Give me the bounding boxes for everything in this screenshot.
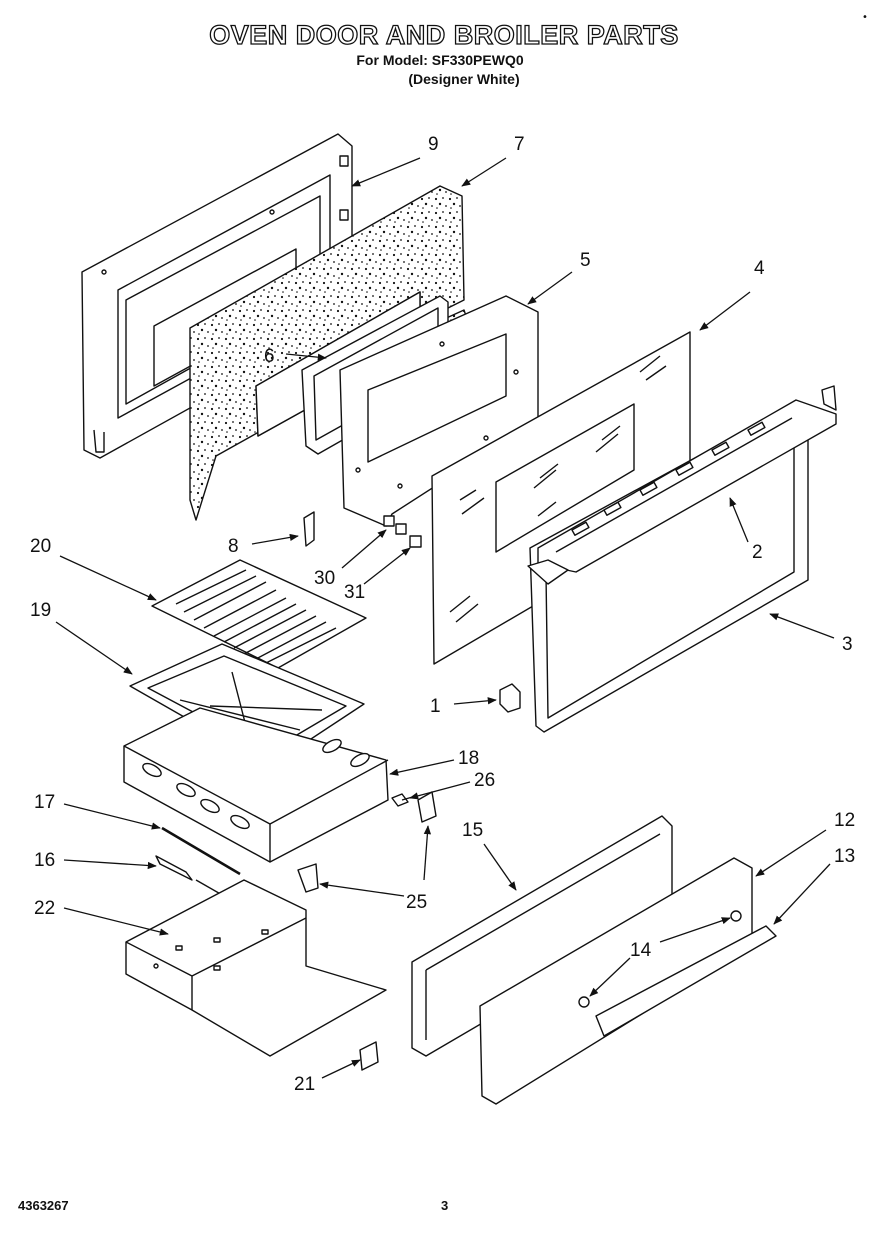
callout-9: 9: [428, 134, 439, 155]
callout-2: 2: [752, 542, 763, 563]
broiler-pan-part-18: [123, 707, 389, 863]
latch-part-21: [359, 1041, 379, 1071]
callout-19: 19: [30, 600, 51, 621]
door-handle-part-2: [527, 385, 837, 585]
glass-clip-part-30: [383, 515, 395, 527]
callout-17: 17: [34, 792, 55, 813]
callout-8: 8: [228, 536, 239, 557]
callout-4: 4: [754, 258, 765, 279]
corner-mark: •: [862, 12, 868, 23]
rod-part-17: [161, 826, 241, 876]
callout-26: 26: [474, 770, 495, 791]
page-number: 3: [441, 1198, 449, 1213]
callout-25: 25: [406, 892, 427, 913]
drawer-trim-part-13: [595, 925, 777, 1037]
drawer-bottom-part-22: [125, 879, 387, 1057]
callout-15: 15: [462, 820, 483, 841]
screw-part-14: [578, 910, 742, 1008]
callout-5: 5: [580, 250, 591, 271]
callout-13: 13: [834, 846, 855, 867]
callout-6: 6: [264, 346, 275, 367]
broiler-grid-part-20: [151, 559, 367, 669]
diagram-title: OVEN DOOR AND BROILER PARTS: [209, 19, 679, 50]
finish-line: (Designer White): [408, 71, 520, 87]
callout-20: 20: [30, 536, 51, 557]
glass-clip-part-31: [409, 535, 422, 548]
callout-3: 3: [842, 634, 853, 655]
spring-part-16: [155, 855, 225, 897]
screw-part-26: [391, 793, 417, 807]
callout-16: 16: [34, 850, 55, 871]
callout-30: 30: [314, 568, 335, 589]
callout-14: 14: [630, 940, 652, 961]
callout-labels: 9 7 5 4 6 8 2 3 1 20 19 18 26 30 31 17 1…: [30, 134, 855, 1095]
callout-18: 18: [458, 748, 479, 769]
document-number: 4363267: [18, 1198, 69, 1213]
callout-31: 31: [344, 582, 365, 603]
callout-22: 22: [34, 898, 55, 919]
clip-part-1: [499, 683, 521, 713]
callout-7: 7: [514, 134, 525, 155]
model-line: For Model: SF330PEWQ0: [356, 52, 524, 68]
callout-1: 1: [430, 696, 441, 717]
callout-12: 12: [834, 810, 855, 831]
bracket-part-8: [303, 511, 315, 547]
bracket-part-25: [297, 791, 437, 893]
glass-clip-extra: [395, 523, 407, 535]
callout-21: 21: [294, 1074, 315, 1095]
leader-lines: [55, 157, 835, 1079]
